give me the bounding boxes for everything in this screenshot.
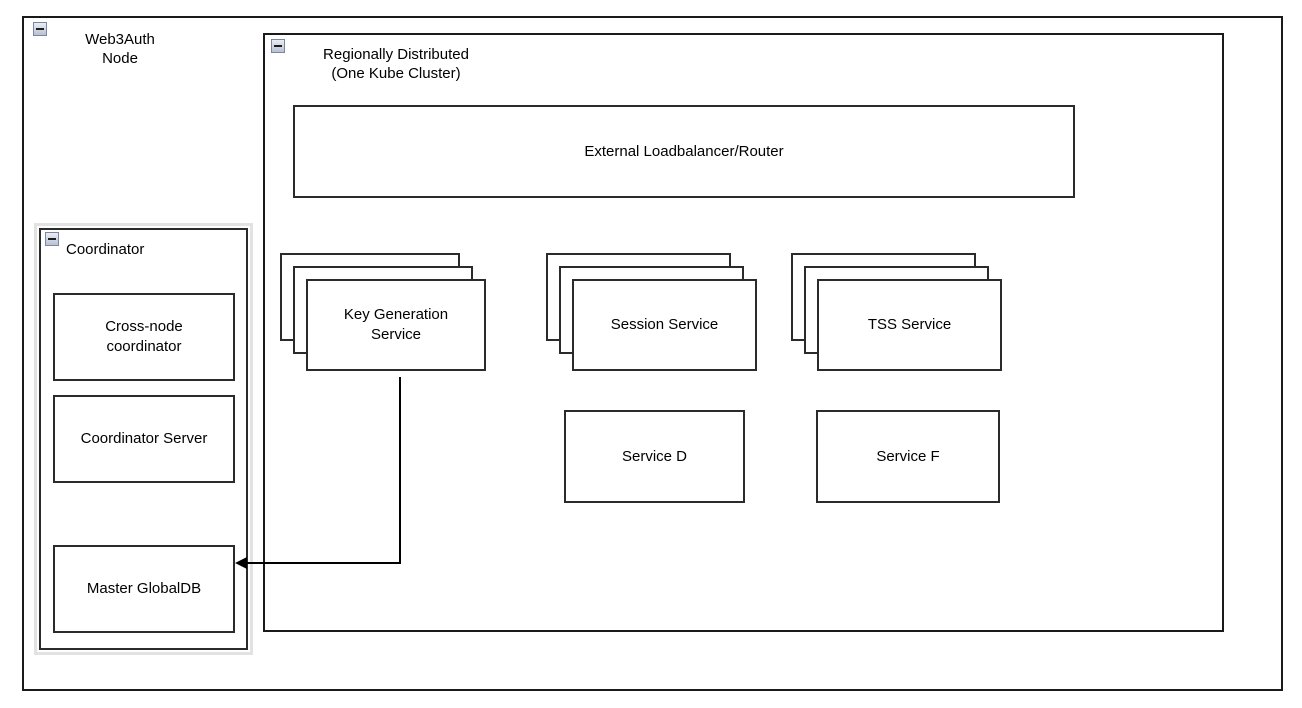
container-label-regionally-distributed: Regionally Distributed (One Kube Cluster… bbox=[323, 46, 469, 82]
node-label-service-f: Service F bbox=[876, 447, 940, 465]
node-label-cross-node-coordinator: Cross-node coordinator bbox=[105, 318, 183, 355]
node-external-loadbalancer[interactable]: External Loadbalancer/Router bbox=[293, 105, 1075, 198]
connector-arrowhead-icon bbox=[235, 557, 247, 569]
connector-vertical-keygen-to-globaldb bbox=[399, 377, 401, 564]
node-label-tss-service: TSS Service bbox=[867, 316, 952, 333]
stack-key-generation-service[interactable]: Key Generation Service bbox=[280, 253, 496, 383]
stack-card-front-tss-service[interactable]: TSS Service bbox=[817, 279, 1002, 371]
stack-tss-service[interactable]: TSS Service bbox=[791, 253, 1015, 383]
node-label-session-service: Session Service bbox=[610, 316, 719, 333]
node-service-d[interactable]: Service D bbox=[564, 410, 745, 503]
node-master-globaldb[interactable]: Master GlobalDB bbox=[53, 545, 235, 633]
connector-horizontal-keygen-to-globaldb bbox=[247, 562, 401, 564]
node-label-coordinator-server: Coordinator Server bbox=[80, 430, 208, 447]
collapse-minus-icon-web3auth-node[interactable] bbox=[33, 22, 47, 36]
node-coordinator-server[interactable]: Coordinator Server bbox=[53, 395, 235, 483]
container-label-web3auth-node: Web3Auth Node bbox=[85, 31, 155, 67]
node-cross-node-coordinator[interactable]: Cross-node coordinator bbox=[53, 293, 235, 381]
node-label-external-loadbalancer: External Loadbalancer/Router bbox=[584, 142, 784, 160]
stack-session-service[interactable]: Session Service bbox=[546, 253, 770, 383]
collapse-minus-icon-regionally-distributed[interactable] bbox=[271, 39, 285, 53]
stack-card-front-session-service[interactable]: Session Service bbox=[572, 279, 757, 371]
collapse-minus-icon-coordinator[interactable] bbox=[45, 232, 59, 246]
stack-card-front-key-generation-service[interactable]: Key Generation Service bbox=[306, 279, 486, 371]
container-label-coordinator: Coordinator bbox=[66, 241, 145, 258]
node-service-f[interactable]: Service F bbox=[816, 410, 1000, 503]
node-label-key-generation-service: Key Generation Service bbox=[343, 306, 449, 343]
node-label-master-globaldb: Master GlobalDB bbox=[86, 580, 202, 597]
node-label-service-d: Service D bbox=[621, 447, 688, 465]
